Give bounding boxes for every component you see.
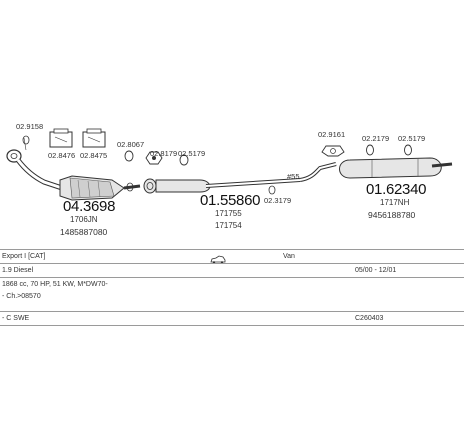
exhaust-diagram: 02.9158 02.8476 02.8475 02.8067 02.8179 … [6,122,453,237]
info-body-type: Van [283,253,295,260]
part-label: 02.9161 [318,130,346,139]
rear-sub: 1717NH [380,198,410,207]
info-code: C260403 [355,315,384,322]
divider [0,311,464,312]
rubber-mount-icon [124,150,134,162]
part-label: 02.8475 [80,151,108,160]
catalyst-sub: 1706JN [70,215,98,224]
rear-pipe [299,162,337,182]
clamp-icon [268,185,276,195]
info-chassis: - Ch.>08570 [2,293,41,300]
clamp-icon [179,154,189,166]
catalyst-ref: 04.3698 [63,198,116,215]
info-date-range: 05/00 - 12/01 [355,267,397,274]
divider [0,325,464,326]
vehicle-info-table: Export I [CAT] Van 1.9 Diesel 05/00 - 12… [0,249,464,339]
middle-silencer [143,178,301,194]
part-label: #55 [287,172,300,181]
divider [0,277,464,278]
part-label: 02.2179 [362,134,390,143]
clamp-icon [366,144,374,156]
middle-sub: 171754 [215,221,242,230]
divider [0,249,464,250]
part-label: 02.8476 [48,151,76,160]
bracket-icon [145,151,163,165]
part-label: 02.8179 [150,149,178,158]
info-engine: 1.9 Diesel [2,267,34,274]
rear-ref: 01.62340 [366,181,427,198]
mounting-kit-icon [49,128,73,148]
middle-ref: 01.55860 [200,192,261,209]
clamp-icon [126,182,134,192]
clamp-icon [22,135,30,145]
part-label: 02.5179 [178,149,206,158]
part-label: 02.5179 [398,134,426,143]
divider [0,263,464,264]
catalyst-number: 1485887080 [60,227,108,237]
part-label: 02.8067 [117,140,145,149]
front-pipe [16,158,63,191]
clamp-icon [404,144,412,156]
rubber-mount-icon [321,145,345,157]
middle-sub: 171755 [215,209,242,218]
mounting-kit-icon [82,128,106,148]
catalytic-converter [59,175,125,201]
info-specs: 1868 cc, 70 HP, 51 KW, M*DW70- [2,281,108,288]
rear-silencer [339,157,453,179]
car-icon [210,251,226,264]
info-version: - C SWE [2,315,30,322]
gasket-ring-icon [6,149,22,163]
rear-number: 9456188780 [368,210,416,220]
part-label: 02.3179 [264,196,292,205]
info-model: Export I [CAT] [2,253,46,260]
part-label: 02.9158 [16,122,44,131]
